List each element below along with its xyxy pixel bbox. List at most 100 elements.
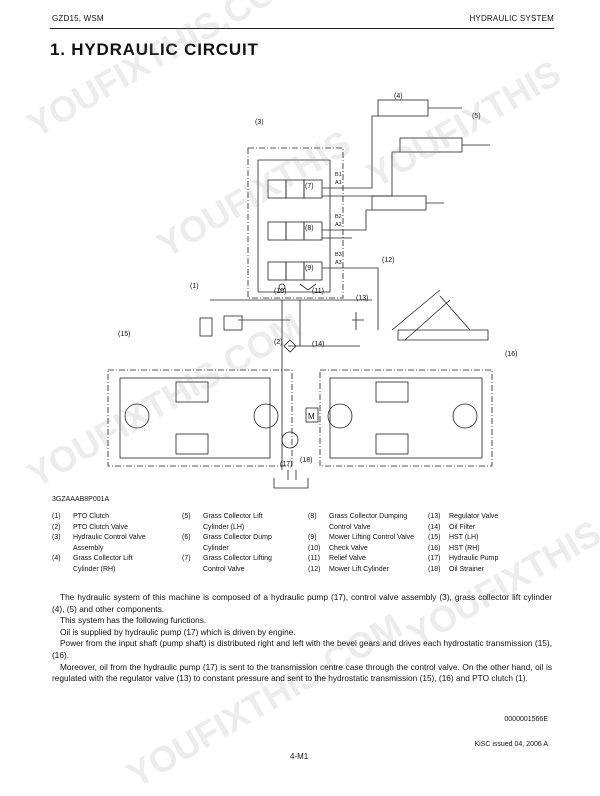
lifting-control-valve bbox=[267, 179, 323, 199]
legend-text: Grass Collector Lift bbox=[73, 555, 133, 563]
legend-num bbox=[182, 523, 203, 534]
engine-motor-box bbox=[305, 407, 319, 423]
legend-num bbox=[52, 565, 73, 576]
legend-text: Cylinder (RH) bbox=[73, 565, 116, 573]
callout-1: (1) bbox=[190, 283, 199, 290]
legend-item: (7) Grass Collector Lifting bbox=[182, 554, 272, 565]
header-rule bbox=[50, 28, 554, 29]
legend-text: Hydraulic Control Valve bbox=[73, 534, 146, 542]
callout-10: (10) bbox=[274, 288, 286, 295]
legend-item: (14)Oil Filter bbox=[428, 523, 498, 534]
legend-item: (12) Mower Lift Cylinder bbox=[308, 565, 414, 576]
legend-item: (8)Grass Collector Dumping bbox=[308, 512, 414, 523]
legend-item: (4) Grass Collector Lift bbox=[52, 554, 146, 565]
callout-18: (18) bbox=[300, 457, 312, 464]
legend-text: Control Valve bbox=[329, 523, 371, 531]
legend-num: (12) bbox=[308, 565, 321, 573]
legend-item: Control Valve bbox=[308, 523, 414, 534]
page-title: 1. HYDRAULIC CIRCUIT bbox=[50, 40, 259, 59]
oil-filter bbox=[283, 339, 297, 353]
legend-col-4: (13)Regulator Valve (14)Oil Filter (15)H… bbox=[428, 512, 498, 576]
legend-item: (6)Grass Collector Dump bbox=[182, 533, 272, 544]
legend-num bbox=[52, 544, 73, 555]
legend-num: (7) bbox=[182, 555, 191, 563]
legend-text: Oil Filter bbox=[449, 523, 476, 531]
oil-tank bbox=[273, 478, 309, 489]
mower-lifting-control-valve bbox=[267, 261, 323, 281]
port-b3: B3 bbox=[335, 252, 342, 258]
legend-num: (3) bbox=[52, 534, 61, 542]
legend-col-3: (8)Grass Collector Dumping Control Valve… bbox=[308, 512, 414, 576]
callout-12: (12) bbox=[382, 257, 394, 264]
callout-7: (7) bbox=[305, 183, 314, 190]
legend-text: Grass Collector Dumping bbox=[329, 513, 408, 520]
legend-text: Grass Collector Lifting bbox=[203, 555, 272, 563]
callout-9: (9) bbox=[305, 265, 314, 272]
legend-item: (3) Hydraulic Control Valve bbox=[52, 533, 146, 544]
legend-item: Cylinder bbox=[182, 544, 272, 555]
header-model: GZD15, WSM bbox=[52, 14, 104, 23]
legend-text: Mower Lift Cylinder bbox=[329, 565, 389, 573]
grass-collector-lift-cylinder-rh bbox=[377, 99, 429, 117]
pto-clutch bbox=[199, 317, 213, 337]
control-valve-assembly-box bbox=[247, 147, 344, 299]
legend-text: Mower Lifting Control Valve bbox=[329, 534, 415, 542]
relief-valve bbox=[299, 283, 317, 291]
callout-2: (2) bbox=[274, 339, 283, 346]
legend-item: (5)Grass Collector Lift bbox=[182, 512, 272, 523]
legend-item: Cylinder (LH) bbox=[182, 523, 272, 534]
legend-text: Regulator Valve bbox=[449, 513, 499, 520]
port-b1: B1 bbox=[335, 172, 342, 178]
legend-col-2: (5)Grass Collector Lift Cylinder (LH) (6… bbox=[182, 512, 272, 576]
legend-col-1: (1) PTO Clutch (2)PTO Clutch Valve (3) Hyd… bbox=[52, 512, 146, 576]
page-number: 4-M1 bbox=[290, 752, 309, 761]
callout-4: (4) bbox=[394, 93, 403, 100]
legend-text: Check Valve bbox=[329, 544, 368, 552]
legend-num bbox=[308, 523, 329, 534]
motor-label: M bbox=[308, 412, 315, 421]
hydraulic-circuit-diagram: (3) (4) (5) (7) (8) (9) (10) (11) (12) (… bbox=[107, 93, 517, 489]
legend-num: (4) bbox=[52, 555, 61, 563]
legend-num bbox=[182, 565, 203, 576]
legend-num: (1) bbox=[52, 513, 61, 520]
body-text: The hydraulic system of this machine is … bbox=[52, 592, 552, 685]
legend-num: (16) bbox=[428, 544, 441, 552]
legend-item: Cylinder (RH) bbox=[52, 565, 146, 576]
body-paragraph: The hydraulic system of this machine is … bbox=[52, 592, 552, 614]
pto-clutch-valve bbox=[223, 315, 243, 331]
port-a2: A2 bbox=[335, 222, 342, 228]
body-paragraph: Power from the input shaft (pump shaft) … bbox=[52, 638, 552, 660]
legend-num: (5) bbox=[182, 513, 191, 520]
legend-text: Cylinder (LH) bbox=[203, 523, 245, 531]
callout-15: (15) bbox=[118, 331, 130, 338]
document-code: 0000001566E bbox=[504, 716, 548, 723]
body-paragraph: Moreover, oil from the hydraulic pump (1… bbox=[52, 661, 552, 684]
legend-item: (13)Regulator Valve bbox=[428, 512, 498, 523]
legend-num bbox=[182, 544, 203, 555]
legend-text: Grass Collector Dump bbox=[203, 534, 272, 542]
legend-text: Oil Strainer bbox=[449, 565, 485, 573]
legend-text: Cylinder bbox=[203, 544, 229, 552]
legend-item: (10) Check Valve bbox=[308, 544, 414, 555]
hst-rh-motor bbox=[327, 403, 353, 429]
legend-item: (2)PTO Clutch Valve bbox=[52, 523, 146, 534]
legend-item: (16)HST (RH) bbox=[428, 544, 498, 555]
callout-16: (16) bbox=[505, 351, 517, 358]
legend-num: (10) bbox=[308, 544, 321, 552]
legend-text: Control Valve bbox=[203, 565, 245, 573]
port-a3: A3 bbox=[335, 260, 342, 266]
callout-14: (14) bbox=[312, 341, 324, 348]
hst-lh-pump bbox=[124, 403, 150, 429]
port-b2: B2 bbox=[335, 214, 342, 220]
hst-rh-pump bbox=[452, 403, 478, 429]
callout-17: (17) bbox=[280, 461, 292, 468]
callout-11: (11) bbox=[312, 288, 324, 295]
legend-text: PTO Clutch bbox=[73, 513, 110, 520]
header-section: HYDRAULIC SYSTEM bbox=[469, 14, 554, 23]
legend-num: (18) bbox=[428, 565, 441, 573]
legend-text: Assembly bbox=[73, 544, 104, 552]
hst-lh-box bbox=[107, 369, 293, 467]
legend-item: (1) PTO Clutch bbox=[52, 512, 146, 523]
legend-item: (17)Hydraulic Pump bbox=[428, 554, 498, 565]
body-paragraph: Oil is supplied by hydraulic pump (17) w… bbox=[60, 626, 296, 637]
